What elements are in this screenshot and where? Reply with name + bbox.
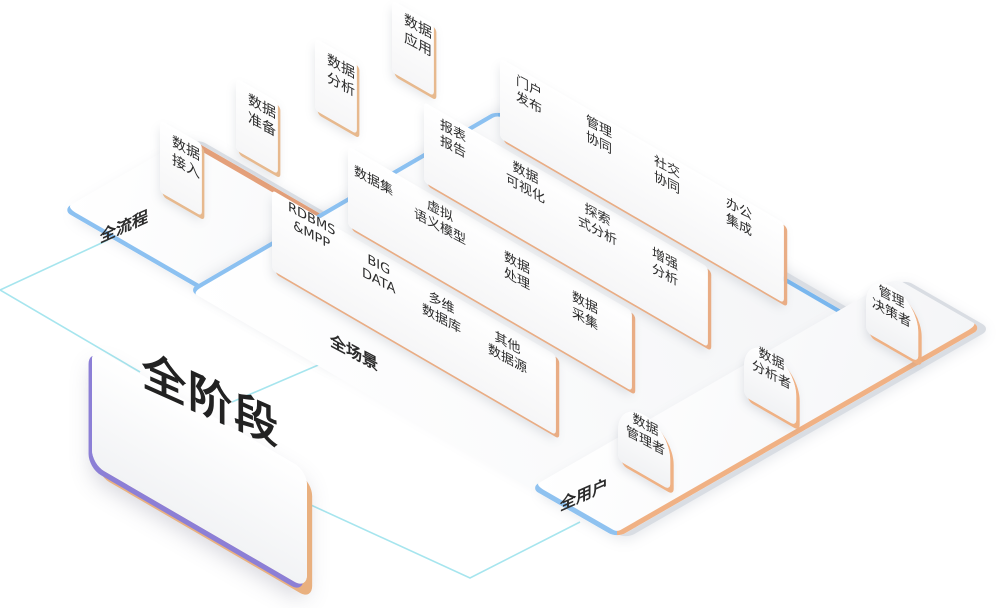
connector-hub-to-users	[299, 499, 581, 579]
connector-hub-to-scenario	[231, 359, 331, 403]
connector-hub-to-flow	[0, 239, 141, 373]
